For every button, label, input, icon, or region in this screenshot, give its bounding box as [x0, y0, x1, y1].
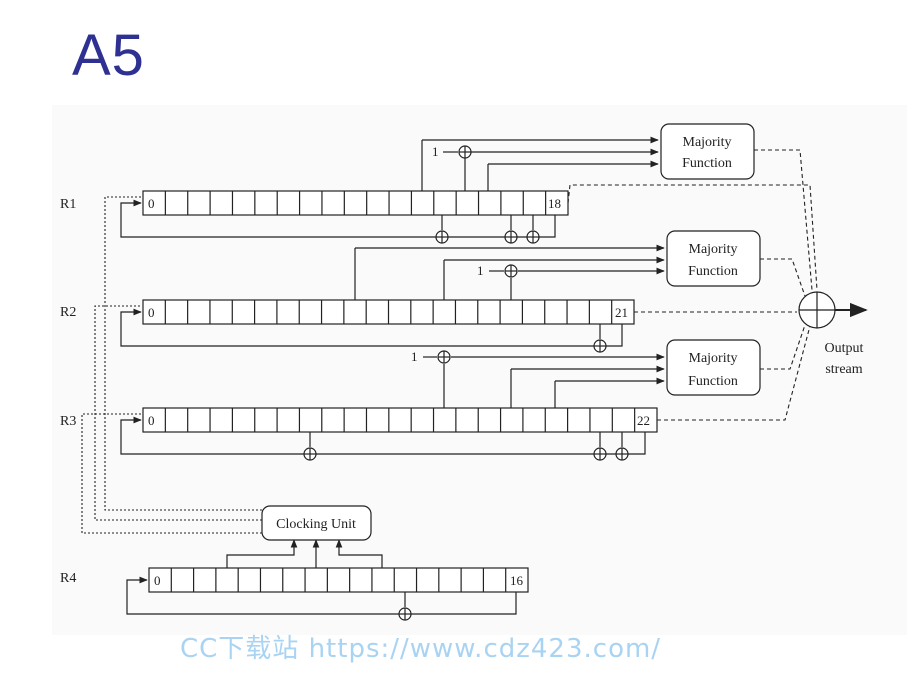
- watermark: CC下载站 https://www.cdz423.com/: [180, 634, 662, 664]
- r3-constant-one: 1: [411, 349, 418, 364]
- majority-r1-line2: Function: [682, 156, 732, 171]
- majority-r2-line2: Function: [688, 264, 738, 279]
- r3-last-cell: 22: [637, 413, 650, 428]
- r4-first-cell: 0: [154, 573, 161, 588]
- majority-r3-line2: Function: [688, 374, 738, 389]
- r2-last-cell: 21: [615, 305, 628, 320]
- r3-first-cell: 0: [148, 413, 155, 428]
- r1-label: R1: [60, 197, 76, 212]
- r2-label: R2: [60, 305, 76, 320]
- clocking-unit-box: [261, 505, 372, 541]
- r4-last-cell: 16: [510, 573, 524, 588]
- register-r1: [120, 136, 659, 238]
- dotted-clock-lines: [81, 196, 262, 534]
- majority-function-box-r3: [666, 339, 761, 396]
- r2-constant-one: 1: [477, 263, 484, 278]
- majority-r1-line1: Majority: [683, 135, 732, 150]
- output-label-line1: Output: [825, 341, 864, 356]
- majority-function-box-r1: [660, 123, 755, 180]
- register-r4: [126, 539, 529, 615]
- register-r2: [120, 244, 665, 347]
- r3-label: R3: [60, 414, 76, 429]
- r1-first-cell: 0: [148, 196, 155, 211]
- r1-constant-one: 1: [432, 144, 439, 159]
- majority-r3-line1: Majority: [689, 351, 738, 366]
- output-label-line2: stream: [825, 362, 862, 377]
- register-r3: [120, 353, 665, 455]
- slide-title: A5: [72, 23, 145, 88]
- r4-label: R4: [60, 571, 76, 586]
- clocking-unit-label: Clocking Unit: [276, 517, 356, 532]
- majority-r2-line1: Majority: [689, 242, 738, 257]
- dashed-connections: [567, 149, 818, 421]
- r1-last-cell: 18: [548, 196, 561, 211]
- r2-first-cell: 0: [148, 305, 155, 320]
